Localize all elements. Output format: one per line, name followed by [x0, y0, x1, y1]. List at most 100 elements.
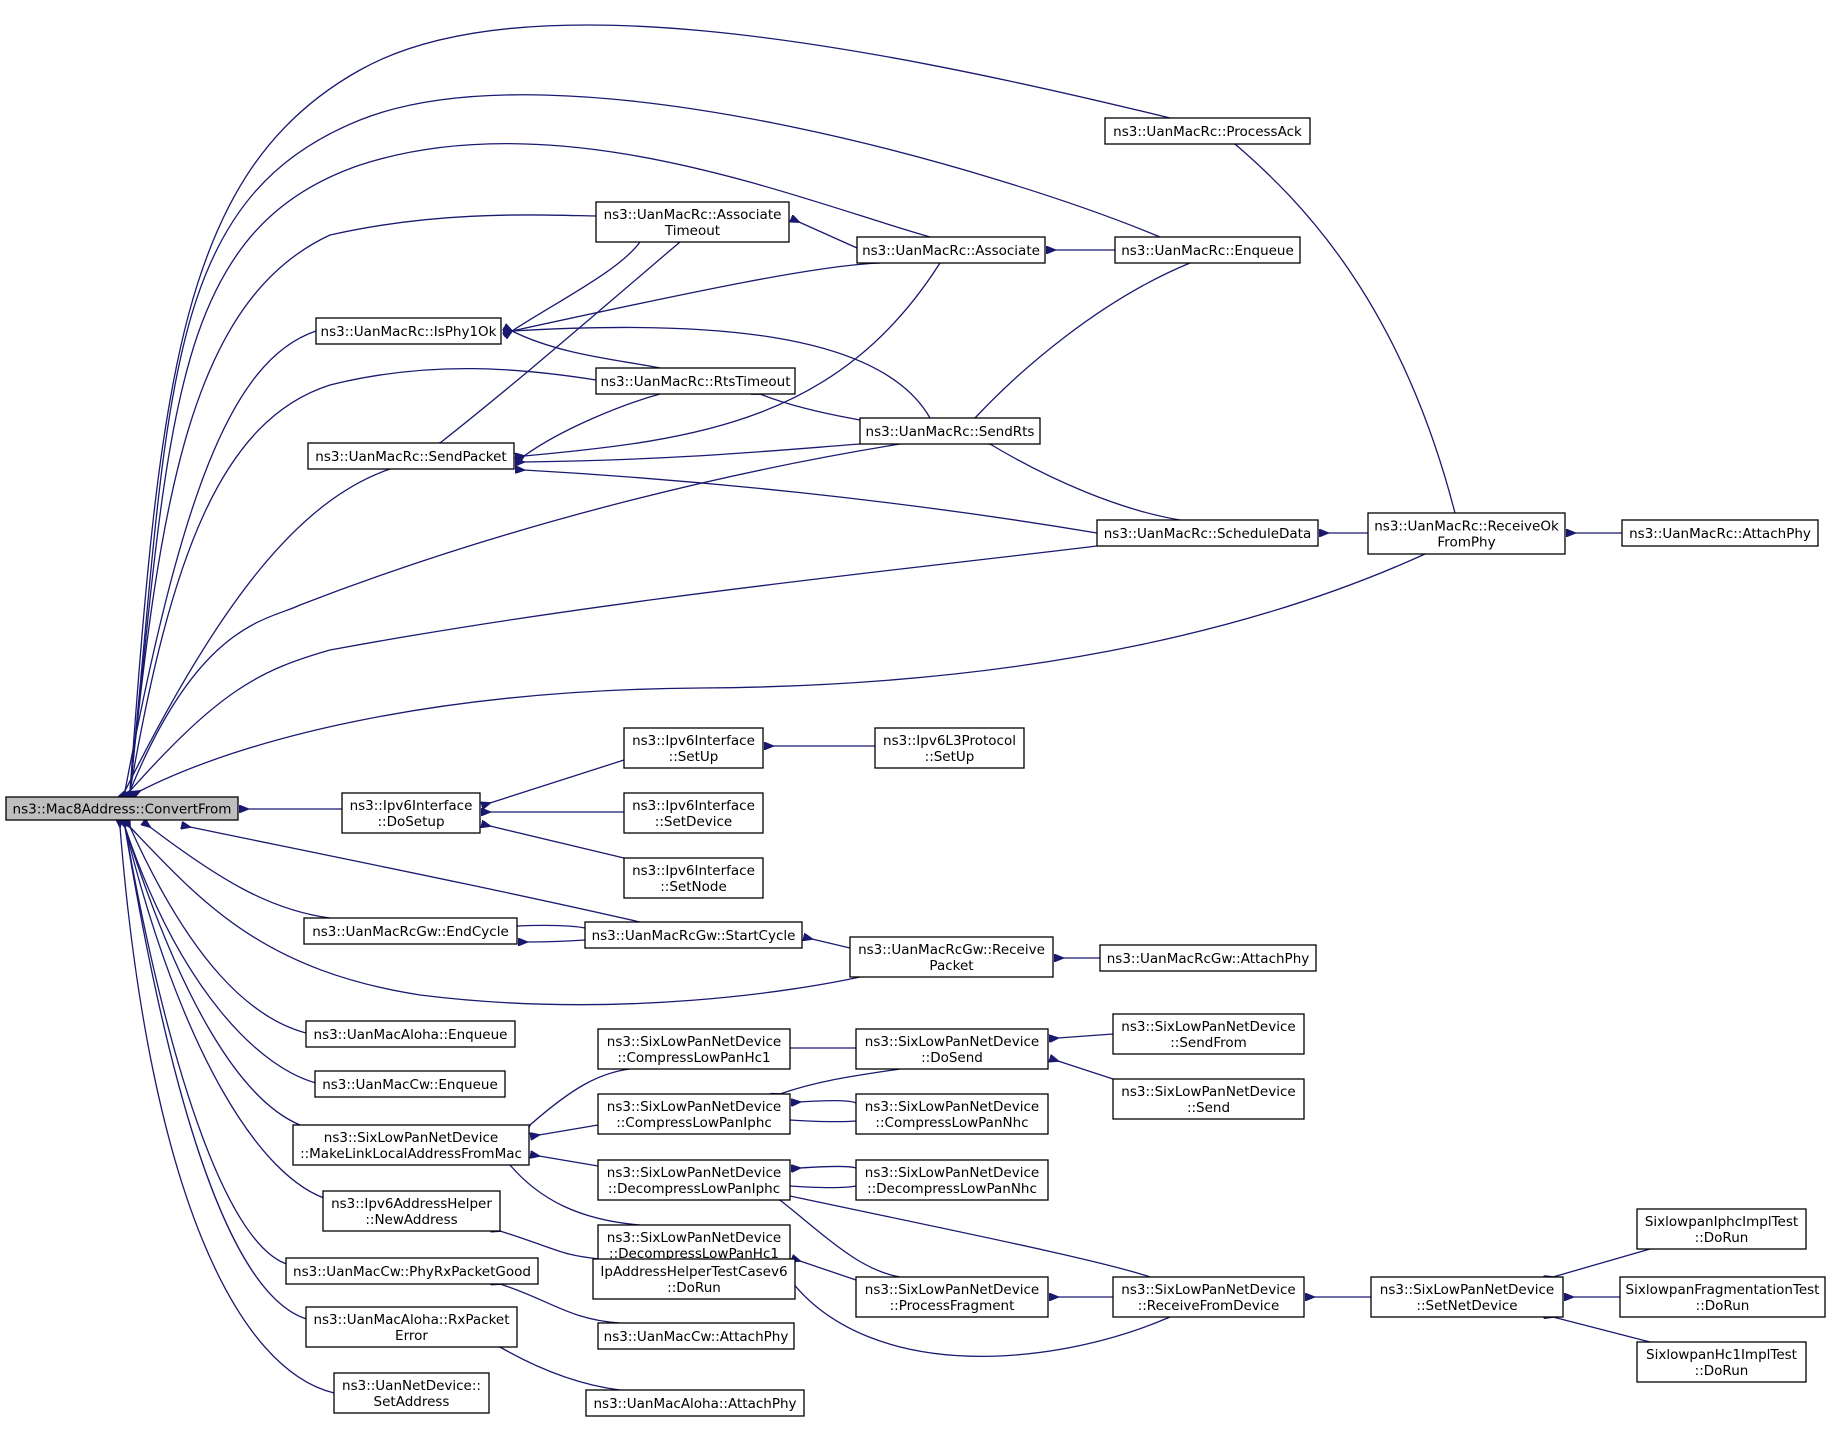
- node-rtsTimeout[interactable]: ns3::UanMacRc::RtsTimeout: [595, 367, 796, 395]
- node-box: [597, 1159, 791, 1201]
- edge-makeLinkLocal-decompHc1: [510, 1165, 641, 1226]
- node-isPhy1Ok[interactable]: ns3::UanMacRc::IsPhy1Ok: [315, 317, 502, 345]
- node-label: SixlowpanIphcImplTest: [1645, 1214, 1798, 1230]
- node-enqueueRc[interactable]: ns3::UanMacRc::Enqueue: [1114, 236, 1301, 264]
- node-box: [315, 317, 502, 345]
- node-ipv6DoSetup[interactable]: ns3::Ipv6Interface::DoSetup: [341, 792, 481, 834]
- node-label: SixlowpanFragmentationTest: [1626, 1282, 1820, 1298]
- node-label: ns3::UanMacRc::RtsTimeout: [600, 374, 790, 390]
- edge-doSend-sendFrom: [1058, 1033, 1114, 1038]
- node-label: ::SetDevice: [655, 814, 732, 830]
- edge-decompHc1-processFrag: [800, 1261, 857, 1281]
- node-decompNhc[interactable]: ns3::SixLowPanNetDevice::DecompressLowPa…: [855, 1159, 1049, 1201]
- edge-decompNhc-decompIphc: [790, 1186, 857, 1188]
- node-cwEnqueue[interactable]: ns3::UanMacCw::Enqueue: [314, 1070, 506, 1098]
- node-box: [292, 1124, 530, 1166]
- node-box: [1096, 519, 1319, 547]
- node-processAck[interactable]: ns3::UanMacRc::ProcessAck: [1104, 117, 1311, 145]
- node-alohaAttachPhy[interactable]: ns3::UanMacAloha::AttachPhy: [585, 1389, 805, 1417]
- edge-root-netDevSetAddr: [120, 827, 335, 1394]
- node-sendRts[interactable]: ns3::UanMacRc::SendRts: [859, 417, 1041, 445]
- node-label: ns3::Ipv6Interface: [632, 733, 755, 749]
- node-compHc1[interactable]: ns3::SixLowPanNetDevice::CompressLowPanH…: [597, 1028, 791, 1070]
- edge-sendRts-rtsTimeout: [760, 394, 861, 421]
- node-ipv6SetDevice[interactable]: ns3::Ipv6Interface::SetDevice: [623, 792, 764, 834]
- node-l3SetUp[interactable]: ns3::Ipv6L3Protocol::SetUp: [874, 727, 1025, 769]
- node-label: ns3::UanMacCw::PhyRxPacketGood: [293, 1264, 531, 1280]
- node-ipv6SetNode[interactable]: ns3::Ipv6Interface::SetNode: [623, 857, 764, 899]
- edge-root-ipv6NewAddr: [125, 827, 331, 1201]
- node-label: ns3::UanMacRc::ReceiveOk: [1374, 519, 1559, 535]
- node-box: [597, 1028, 791, 1070]
- node-decompHc1[interactable]: ns3::SixLowPanNetDevice::DecompressLowPa…: [597, 1224, 791, 1266]
- node-label: ns3::UanMacRc::Associate: [604, 207, 782, 223]
- node-label: ::SetNode: [660, 879, 727, 895]
- node-box: [1099, 944, 1317, 972]
- node-box: [341, 792, 481, 834]
- node-ipAddrTest[interactable]: IpAddressHelperTestCasev6::DoRun: [592, 1258, 796, 1300]
- node-label: ::DoRun: [1695, 1230, 1749, 1246]
- node-label: ::SetUp: [925, 749, 975, 765]
- node-processFrag[interactable]: ns3::SixLowPanNetDevice::ProcessFragment: [855, 1276, 1049, 1318]
- node-label: ns3::UanMacRc::ProcessAck: [1113, 124, 1302, 140]
- node-label: SetAddress: [374, 1394, 450, 1410]
- node-hc1Test[interactable]: SixlowpanHc1ImplTest::DoRun: [1636, 1341, 1807, 1383]
- node-box: [623, 727, 764, 769]
- node-compIphc[interactable]: ns3::SixLowPanNetDevice::CompressLowPanI…: [597, 1093, 791, 1135]
- node-label: ns3::UanMacRcGw::Receive: [858, 942, 1045, 958]
- node-decompIphc[interactable]: ns3::SixLowPanNetDevice::DecompressLowPa…: [597, 1159, 791, 1201]
- node-box: [1104, 117, 1311, 145]
- node-label: ns3::UanMacAloha::AttachPhy: [593, 1396, 796, 1412]
- node-associate[interactable]: ns3::UanMacRc::Associate: [856, 236, 1046, 264]
- node-ipv6SetUp[interactable]: ns3::Ipv6Interface::SetUp: [623, 727, 764, 769]
- node-attachPhyRc[interactable]: ns3::UanMacRc::AttachPhy: [1621, 519, 1819, 547]
- node-gwEndCycle[interactable]: ns3::UanMacRcGw::EndCycle: [303, 917, 518, 945]
- node-netDevSetAddr[interactable]: ns3::UanNetDevice::SetAddress: [333, 1372, 490, 1414]
- node-label: Error: [395, 1328, 428, 1344]
- node-label: ns3::UanMacAloha::Enqueue: [314, 1027, 508, 1043]
- node-box: [1636, 1341, 1807, 1383]
- node-gwAttachPhy[interactable]: ns3::UanMacRcGw::AttachPhy: [1099, 944, 1317, 972]
- edge-sendRts-scheduleData: [990, 444, 1181, 521]
- node-label: ns3::SixLowPanNetDevice: [865, 1282, 1039, 1298]
- edge-alohaRxErr-alohaAttachPhy: [500, 1347, 621, 1391]
- node-ipv6NewAddr[interactable]: ns3::Ipv6AddressHelper::NewAddress: [322, 1190, 501, 1232]
- node-label: ns3::SixLowPanNetDevice: [607, 1165, 781, 1181]
- node-label: ::SetUp: [669, 749, 719, 765]
- node-label: ::DoRun: [1696, 1298, 1750, 1314]
- node-alohaEnqueue[interactable]: ns3::UanMacAloha::Enqueue: [305, 1020, 516, 1048]
- node-label: ::CompressLowPanIphc: [616, 1115, 772, 1131]
- node-label: ns3::Mac8Address::ConvertFrom: [13, 802, 232, 818]
- node-send[interactable]: ns3::SixLowPanNetDevice::Send: [1112, 1078, 1305, 1120]
- edge-ipv6NewAddr-ipAddrTest: [500, 1231, 601, 1260]
- edge-setNetDevice-hc1Test: [1553, 1317, 1651, 1343]
- node-doSend[interactable]: ns3::SixLowPanNetDevice::DoSend: [855, 1028, 1049, 1070]
- node-sendFrom[interactable]: ns3::SixLowPanNetDevice::SendFrom: [1112, 1013, 1305, 1055]
- edge-root-alohaRxErr: [125, 827, 311, 1321]
- node-cwAttachPhy[interactable]: ns3::UanMacCw::AttachPhy: [597, 1322, 795, 1350]
- node-root[interactable]: ns3::Mac8Address::ConvertFrom: [5, 796, 239, 821]
- node-scheduleData[interactable]: ns3::UanMacRc::ScheduleData: [1096, 519, 1319, 547]
- node-label: ns3::UanMacRc::SendPacket: [315, 449, 506, 465]
- node-label: ::DecompressLowPanIphc: [608, 1181, 780, 1197]
- node-iphcTest[interactable]: SixlowpanIphcImplTest::DoRun: [1636, 1208, 1807, 1250]
- node-receiveFromDev[interactable]: ns3::SixLowPanNetDevice::ReceiveFromDevi…: [1112, 1276, 1305, 1318]
- node-fragTest[interactable]: SixlowpanFragmentationTest::DoRun: [1619, 1276, 1826, 1318]
- node-cwPhyRx[interactable]: ns3::UanMacCw::PhyRxPacketGood: [285, 1257, 539, 1285]
- node-label: ns3::UanMacRcGw::EndCycle: [312, 924, 509, 940]
- edge-isPhy1Ok-sendRts: [512, 326, 931, 419]
- edge-root-associate: [130, 142, 931, 791]
- node-label: ns3::SixLowPanNetDevice: [607, 1034, 781, 1050]
- node-label: ::Send: [1187, 1100, 1230, 1116]
- node-makeLinkLocal[interactable]: ns3::SixLowPanNetDevice::MakeLinkLocalAd…: [292, 1124, 530, 1166]
- node-gwStartCycle[interactable]: ns3::UanMacRcGw::StartCycle: [584, 921, 803, 949]
- node-sendPacket[interactable]: ns3::UanMacRc::SendPacket: [307, 442, 515, 470]
- node-label: ns3::SixLowPanNetDevice: [1121, 1019, 1295, 1035]
- node-setNetDevice[interactable]: ns3::SixLowPanNetDevice::SetNetDevice: [1370, 1276, 1564, 1318]
- node-compNhc[interactable]: ns3::SixLowPanNetDevice::CompressLowPanN…: [855, 1093, 1049, 1135]
